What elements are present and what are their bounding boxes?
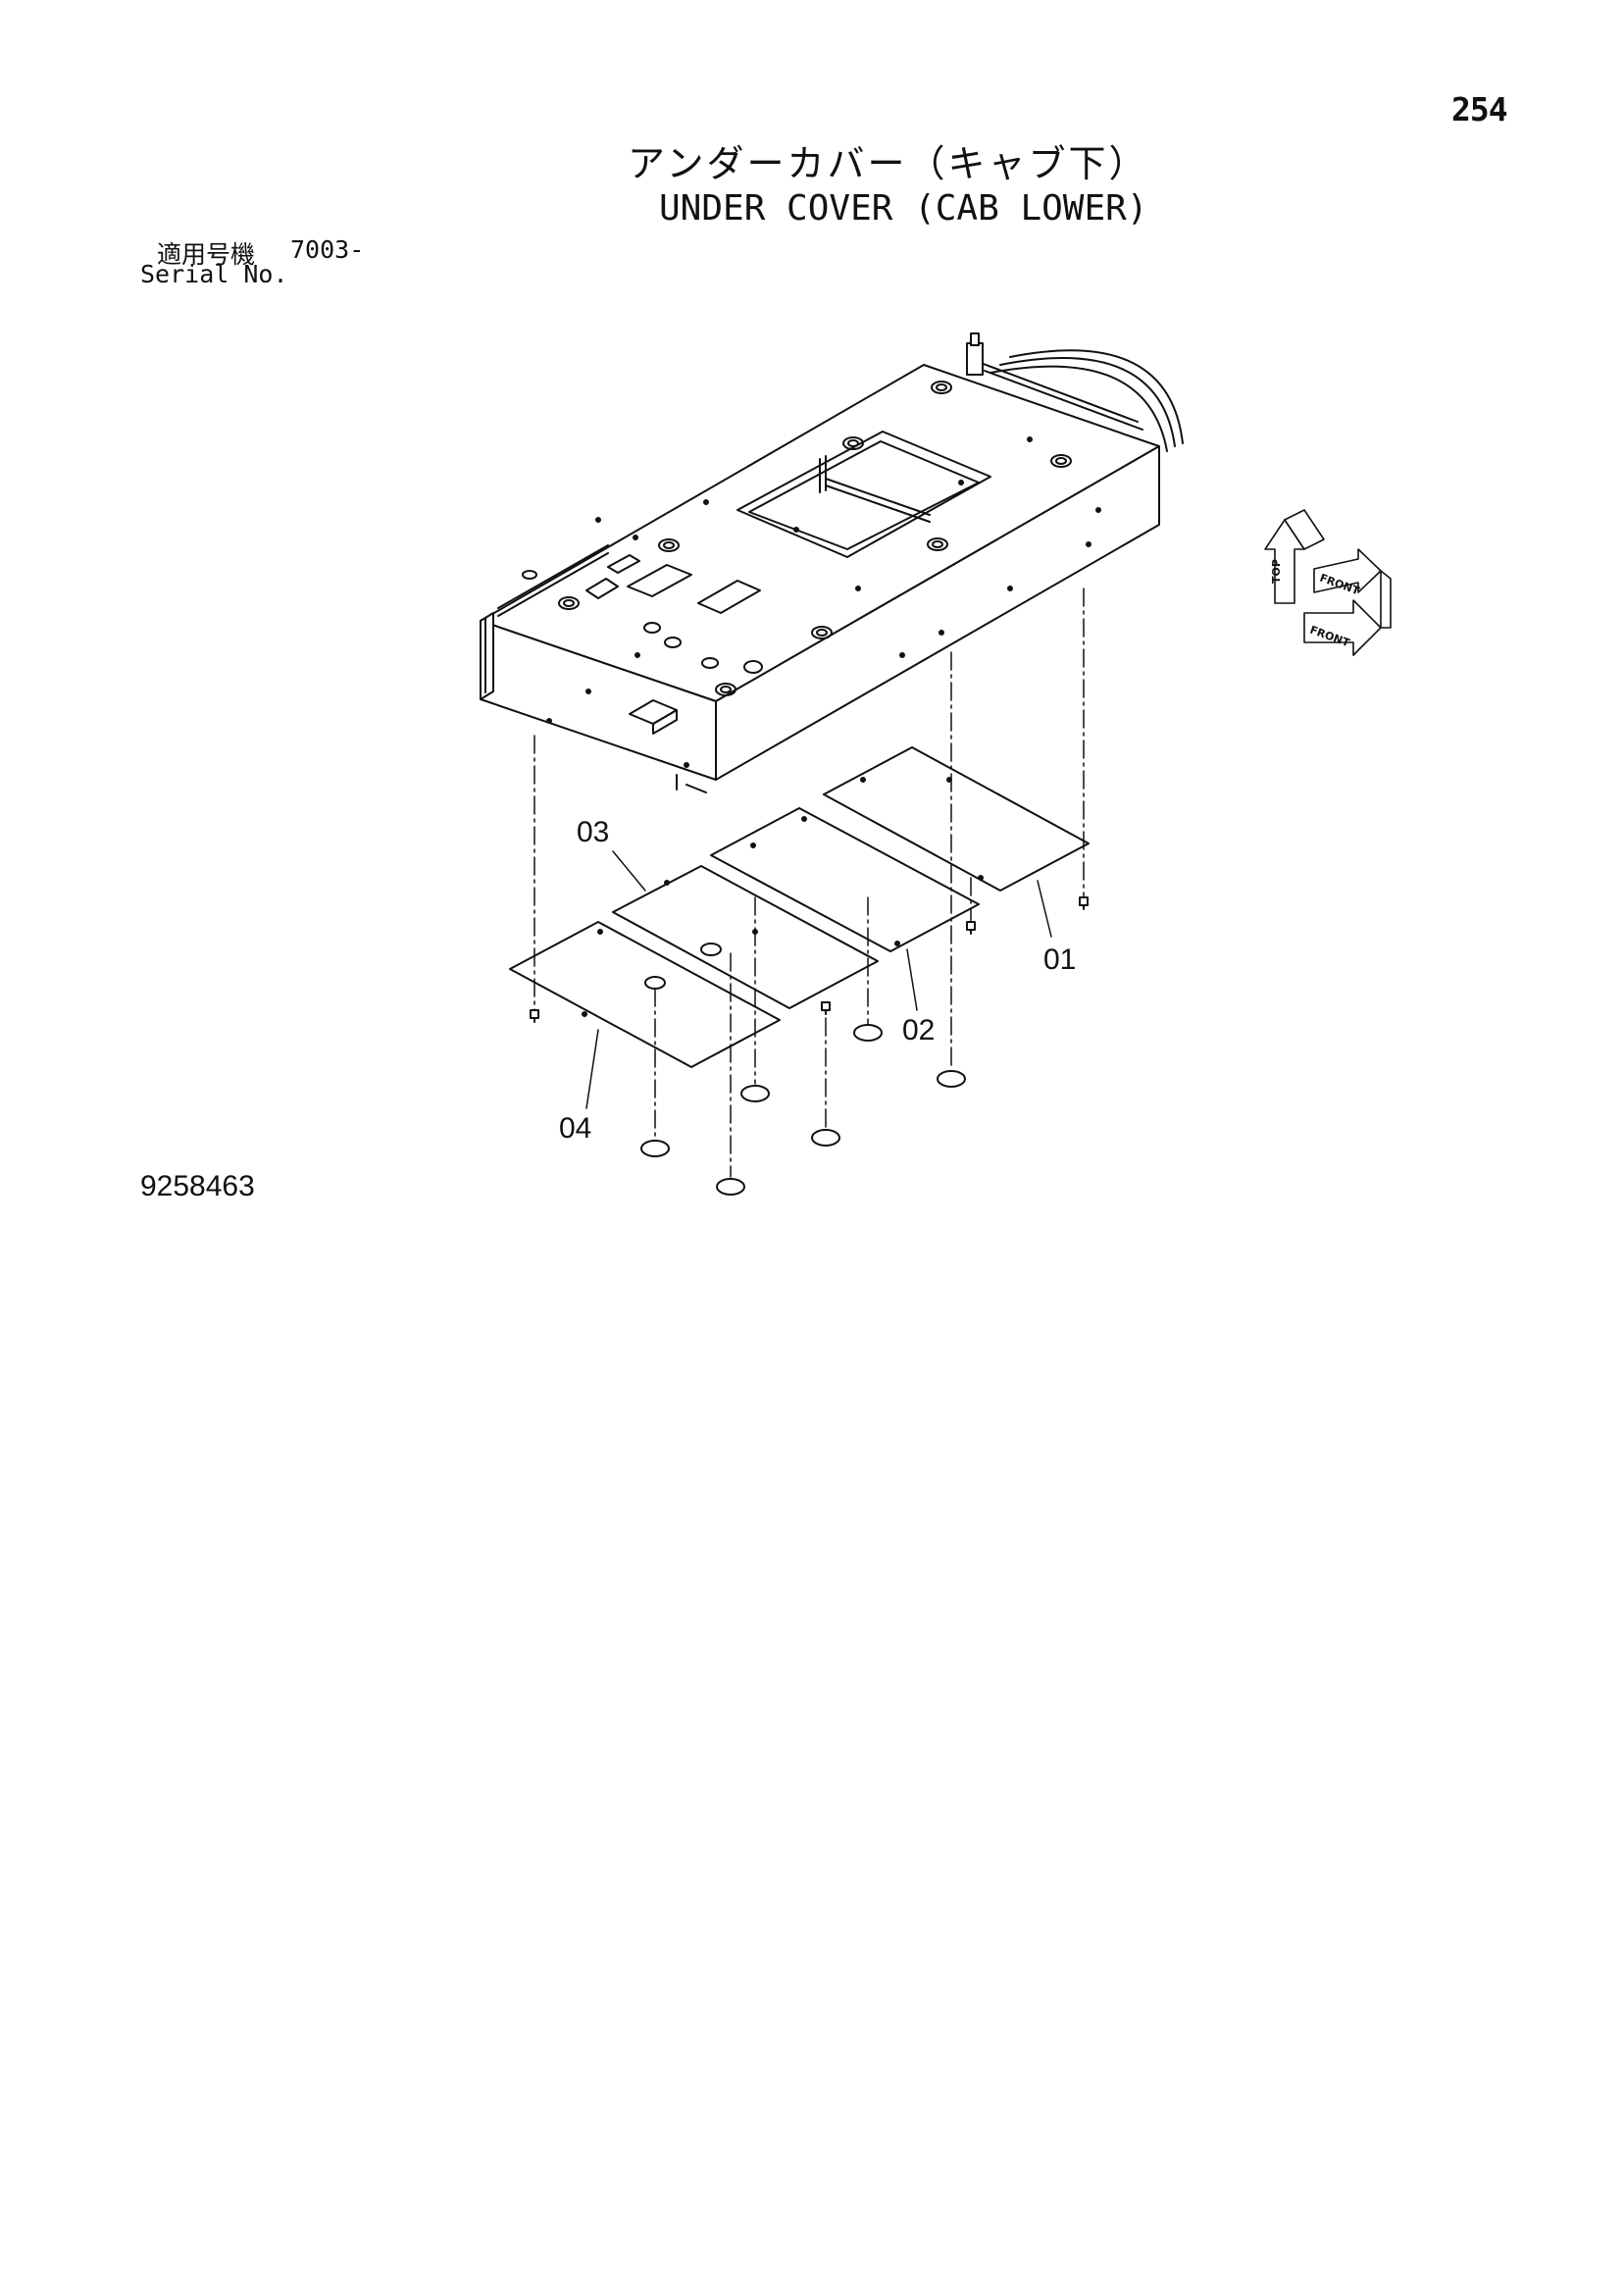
assembly-centre-lines (533, 587, 1085, 1178)
orientation-badge (1264, 509, 1392, 656)
grommets (640, 1024, 966, 1196)
mounting-bolts (530, 896, 1089, 1023)
serial-label-japanese: 適用号機 (157, 240, 256, 269)
callout-02: 02 (902, 1014, 935, 1046)
bolt (1079, 896, 1089, 910)
bolt (530, 1009, 539, 1023)
serial-number-value: 7003- (290, 235, 365, 264)
callout-01: 01 (1043, 944, 1076, 976)
callout-04: 04 (559, 1112, 591, 1145)
cover-plate-01 (823, 746, 1090, 892)
page-title-english: UNDER COVER (CAB LOWER) (659, 188, 1148, 229)
page-number: 254 (1451, 90, 1508, 128)
callout-leaders (585, 850, 1052, 1109)
drawing-number: 9258463 (140, 1170, 255, 1202)
serial-label-english: Serial No. (140, 260, 288, 288)
callout-03: 03 (577, 816, 609, 848)
cover-plate-02 (710, 807, 980, 952)
cab-lower-frame (480, 332, 1184, 793)
under-cover-plates (509, 746, 1090, 1068)
orientation-label-top: TOP (1270, 559, 1283, 584)
page-title-japanese: アンダーカバー（キャブ下） (628, 142, 1149, 185)
cover-plate-04 (509, 921, 781, 1068)
bolt (821, 1001, 831, 1015)
bolt (966, 921, 976, 935)
